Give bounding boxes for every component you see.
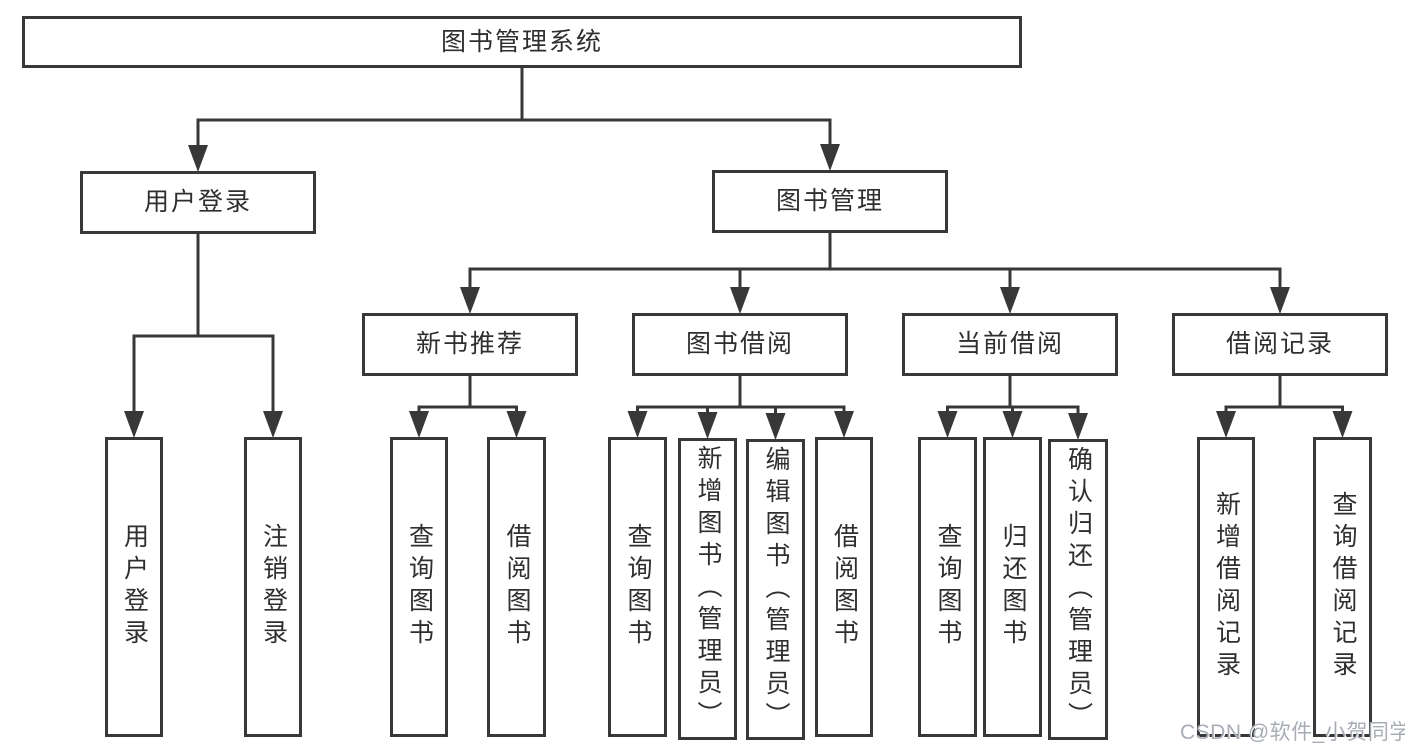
arrowhead-down-icon: [1000, 287, 1020, 314]
node-label: 图书借阅: [685, 330, 794, 359]
arrowhead-down-icon: [1002, 411, 1023, 438]
node-label: 当前借阅: [955, 330, 1064, 359]
arrowhead-down-icon: [1270, 287, 1290, 314]
node-label: 借阅图书: [503, 523, 531, 651]
arrowhead-down-icon: [1216, 411, 1236, 438]
watermark: CSDN @软件_小贺同学: [1180, 721, 1405, 744]
node-user-login: 用户登录: [80, 171, 316, 234]
node-label: 用户登录: [143, 188, 252, 217]
node-label: 用户登录: [120, 523, 149, 651]
node-current-borrow: 当前借阅: [902, 313, 1118, 376]
node-label: 编辑图书（管理员）: [762, 445, 790, 734]
arrowhead-down-icon: [124, 411, 144, 438]
arrowhead-down-icon: [1068, 413, 1088, 440]
node-cb-2: 归还图书: [983, 437, 1042, 737]
node-label: 查询图书: [934, 523, 962, 651]
node-bb-4: 借阅图书: [815, 437, 873, 737]
node-label: 图书管理系统: [440, 27, 603, 56]
node-bb-1: 查询图书: [608, 437, 667, 737]
node-nb-1: 查询图书: [390, 437, 448, 737]
node-bb-3: 编辑图书（管理员）: [746, 439, 805, 740]
arrowhead-down-icon: [460, 287, 480, 314]
node-label: 新增借阅记录: [1212, 491, 1241, 683]
node-label: 确认归还（管理员）: [1064, 445, 1093, 734]
node-label: 归还图书: [999, 523, 1027, 651]
node-cb-3: 确认归还（管理员）: [1048, 439, 1108, 740]
node-bb-2: 新增图书（管理员）: [678, 438, 737, 740]
arrowhead-down-icon: [188, 145, 208, 172]
arrowhead-down-icon: [409, 411, 429, 438]
node-label: 查询图书: [624, 523, 652, 651]
node-cb-1: 查询图书: [918, 437, 977, 737]
arrowhead-down-icon: [820, 144, 840, 171]
arrowhead-down-icon: [730, 287, 750, 314]
node-book-mgmt: 图书管理: [712, 170, 948, 233]
node-label: 注销登录: [259, 523, 288, 651]
arrowhead-down-icon: [263, 411, 283, 438]
node-label: 新书推荐: [415, 330, 524, 359]
node-label: 新增图书（管理员）: [694, 445, 722, 733]
arrowhead-down-icon: [937, 411, 958, 438]
arrowhead-down-icon: [1332, 411, 1353, 438]
arrowhead-down-icon: [627, 411, 648, 438]
node-ul-1: 用户登录: [105, 437, 163, 737]
node-new-book-rec: 新书推荐: [362, 313, 578, 376]
node-br-2: 查询借阅记录: [1313, 437, 1372, 737]
node-label: 查询图书: [405, 523, 434, 651]
arrowhead-down-icon: [834, 411, 854, 438]
node-br-1: 新增借阅记录: [1197, 437, 1255, 737]
node-borrow-records: 借阅记录: [1172, 313, 1388, 376]
node-label: 查询借阅记录: [1329, 491, 1357, 683]
node-ul-2: 注销登录: [244, 437, 302, 737]
node-label: 借阅图书: [830, 523, 859, 651]
node-book-borrow: 图书借阅: [632, 313, 848, 376]
arrowhead-down-icon: [765, 413, 786, 440]
node-root: 图书管理系统: [22, 16, 1022, 68]
node-label: 借阅记录: [1225, 330, 1334, 359]
node-label: 图书管理: [775, 187, 884, 216]
arrowhead-down-icon: [697, 412, 718, 439]
node-nb-2: 借阅图书: [487, 437, 546, 737]
arrowhead-down-icon: [506, 411, 527, 438]
